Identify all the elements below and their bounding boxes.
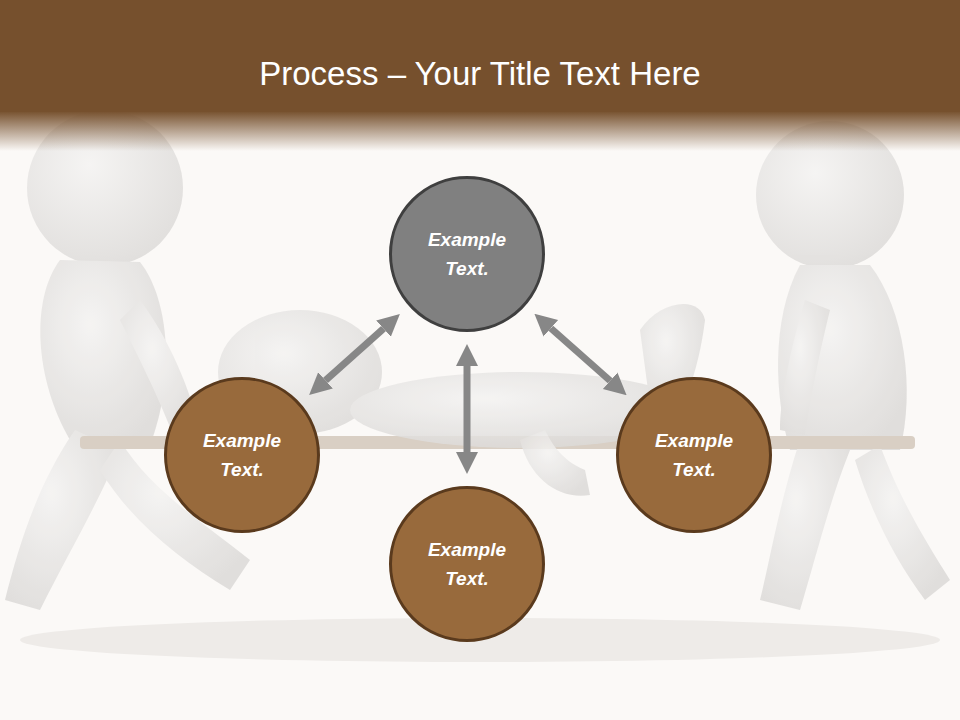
figure-leg	[520, 430, 590, 496]
header-band	[0, 0, 960, 112]
process-circle: Example Text.	[616, 377, 772, 533]
header-fade	[0, 111, 960, 151]
right-runner-figure	[756, 121, 950, 610]
circle-fill	[618, 379, 771, 532]
node-text: Example Text.	[186, 426, 298, 484]
circle-fill	[391, 178, 544, 331]
figure-arm	[780, 300, 830, 435]
figure-leg	[760, 440, 850, 610]
circle-fill	[166, 379, 319, 532]
node-text: Example Text.	[638, 426, 750, 484]
circle-outline	[389, 486, 545, 642]
double-arrow	[464, 366, 471, 452]
node-text: Example Text.	[411, 225, 523, 283]
double-arrow	[551, 328, 610, 381]
process-circle: Example Text.	[164, 377, 320, 533]
circle-outline	[616, 377, 772, 533]
process-circle: Example Text.	[389, 486, 545, 642]
circle-outline	[389, 176, 545, 332]
circle-fill	[391, 488, 544, 641]
node-text: Example Text.	[411, 535, 523, 593]
figure-leg	[855, 445, 950, 600]
figure-body	[778, 265, 907, 450]
slide-title: Process – Your Title Text Here	[0, 48, 960, 100]
left-runner-figure	[5, 110, 250, 610]
double-arrow	[326, 329, 384, 381]
circle-outline	[164, 377, 320, 533]
figure-leg	[5, 430, 120, 610]
process-circle: Example Text.	[389, 176, 545, 332]
